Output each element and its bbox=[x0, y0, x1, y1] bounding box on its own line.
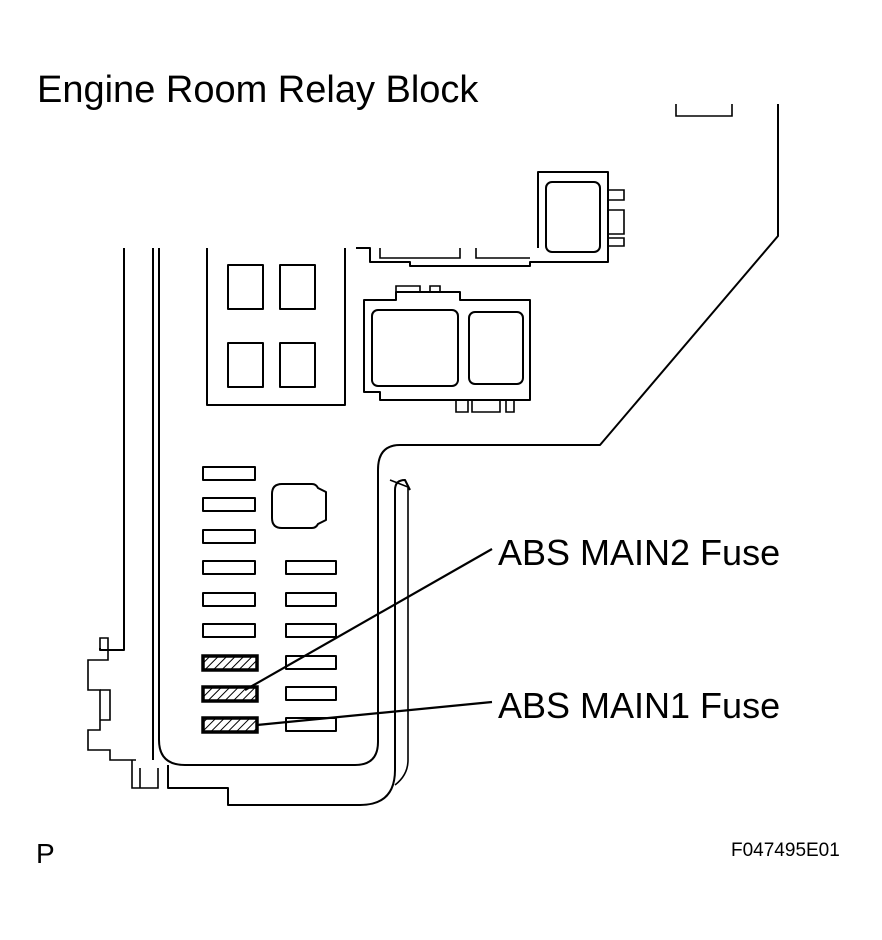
fuse-abs-main1 bbox=[201, 716, 259, 734]
figure-code: F047495E01 bbox=[731, 840, 840, 861]
fuse bbox=[202, 497, 256, 512]
fuse-highlighted bbox=[201, 654, 259, 672]
fuse bbox=[202, 529, 256, 544]
fuse bbox=[202, 466, 256, 481]
fuse-column-left bbox=[201, 466, 259, 734]
fuse bbox=[285, 592, 337, 607]
fuse bbox=[285, 655, 337, 670]
fuse bbox=[285, 686, 337, 701]
relay-block-outline bbox=[158, 104, 779, 806]
connector-top bbox=[356, 171, 625, 267]
left-rail bbox=[87, 248, 159, 789]
callout-abs-main1: ABS MAIN1 Fuse bbox=[498, 685, 781, 726]
fuse-column-right bbox=[285, 560, 337, 732]
leader-line-abs-main2 bbox=[244, 548, 493, 691]
relay-window bbox=[279, 264, 316, 310]
leader-line-abs-main1 bbox=[256, 700, 493, 727]
relay-window bbox=[279, 342, 316, 388]
fuse bbox=[202, 592, 256, 607]
small-relay bbox=[271, 483, 327, 529]
relay-window bbox=[227, 342, 264, 388]
fuse bbox=[202, 560, 256, 575]
fuse bbox=[202, 623, 256, 638]
relay-box bbox=[206, 248, 346, 406]
fuse bbox=[285, 623, 337, 638]
relay-window bbox=[227, 264, 264, 310]
fuse bbox=[285, 560, 337, 575]
diagram-title: Engine Room Relay Block bbox=[37, 69, 479, 111]
fuse-abs-main2 bbox=[201, 685, 259, 703]
connector-middle bbox=[363, 285, 531, 413]
fuse bbox=[285, 717, 337, 732]
corner-mark: P bbox=[36, 838, 55, 869]
callout-abs-main2: ABS MAIN2 Fuse bbox=[498, 532, 781, 573]
